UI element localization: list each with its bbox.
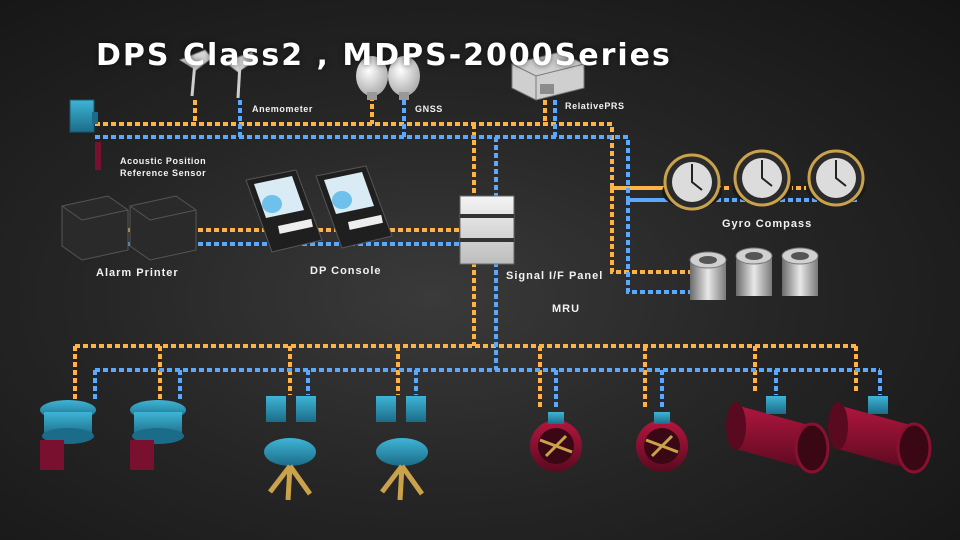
acoustic-position-label: Acoustic Position Reference Sensor	[120, 155, 206, 179]
signal-if-panel	[459, 195, 515, 265]
mru-label: MRU	[552, 303, 581, 315]
dp-console-label: DP Console	[310, 265, 382, 277]
anemometer-label: Anemometer	[252, 104, 314, 114]
acoustic-position-sensor	[69, 99, 101, 170]
anemometer-sensor	[178, 49, 257, 99]
tunnel-thruster-1	[530, 412, 582, 472]
gyro-compass-units	[662, 149, 866, 211]
relative-prs-sensor	[511, 51, 585, 101]
relative-prs-label: RelativePRS	[565, 101, 625, 111]
mru-units	[689, 247, 819, 300]
azimuth-thruster-2	[130, 400, 186, 470]
gyro-compass-label: Gyro Compass	[722, 218, 813, 230]
signal-panel-label: Signal I/F Panel	[506, 270, 604, 282]
tunnel-thruster-4	[828, 396, 932, 474]
alarm-printer-units	[61, 195, 197, 261]
diagram-title: DPS Class2 , MDPS-2000Series	[96, 38, 672, 73]
tunnel-thruster-2	[636, 412, 688, 472]
gnss-antenna	[356, 56, 420, 100]
main-propulsion-1	[264, 396, 316, 501]
acoustic-position-label-line1: Acoustic Position	[120, 156, 207, 166]
alarm-printer-label: Alarm Printer	[96, 267, 179, 279]
gnss-label: GNSS	[415, 104, 443, 114]
main-propulsion-2	[376, 396, 428, 501]
tunnel-thruster-3	[726, 396, 830, 474]
dp-console-units	[245, 165, 393, 253]
acoustic-position-label-line2: Reference Sensor	[120, 168, 207, 178]
azimuth-thruster-1	[40, 400, 96, 470]
